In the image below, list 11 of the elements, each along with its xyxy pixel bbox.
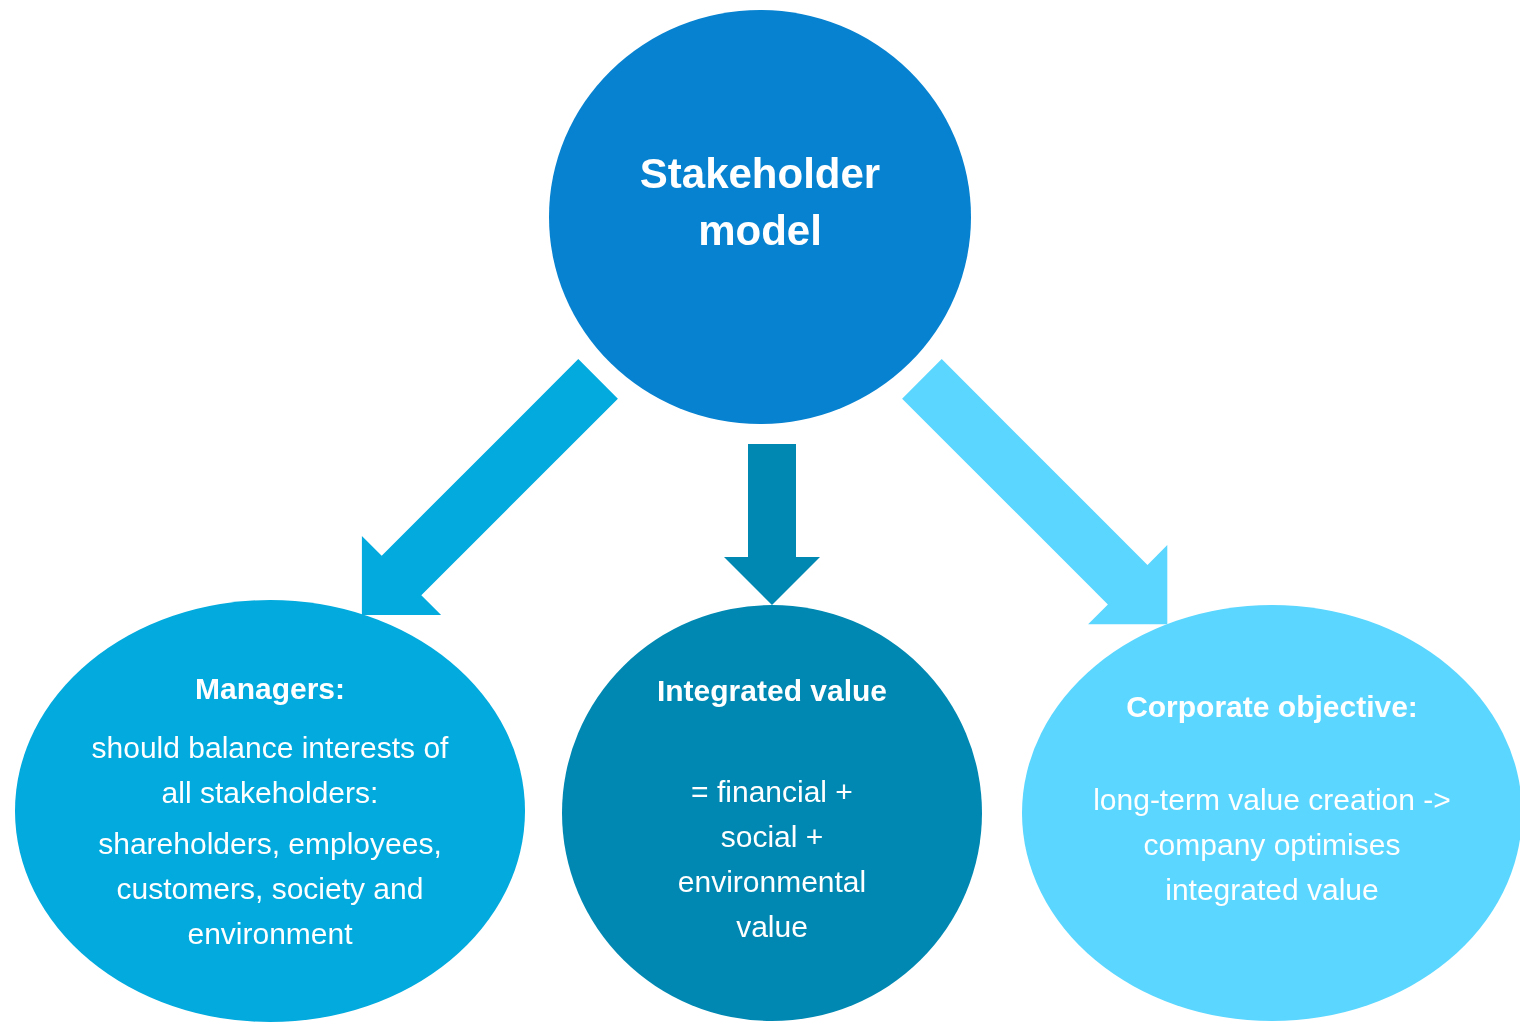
node-heading: Integrated value [655,672,889,709]
node-text: long-term value creation -> company optimises integrated value [1092,782,1452,908]
node-heading: Stakeholder model [638,149,882,256]
node-heading: Corporate objective: [1125,689,1419,725]
node-text: = financial + social + environmental value [676,773,868,945]
block-arrow [724,444,820,605]
block-arrow [902,359,1168,625]
block-arrow [361,359,618,616]
node-text: should balance interests of all stakeholders: [90,730,450,811]
node-heading: Managers: [193,671,346,707]
node-text: shareholders, employees, customers, society and environment [97,826,443,952]
